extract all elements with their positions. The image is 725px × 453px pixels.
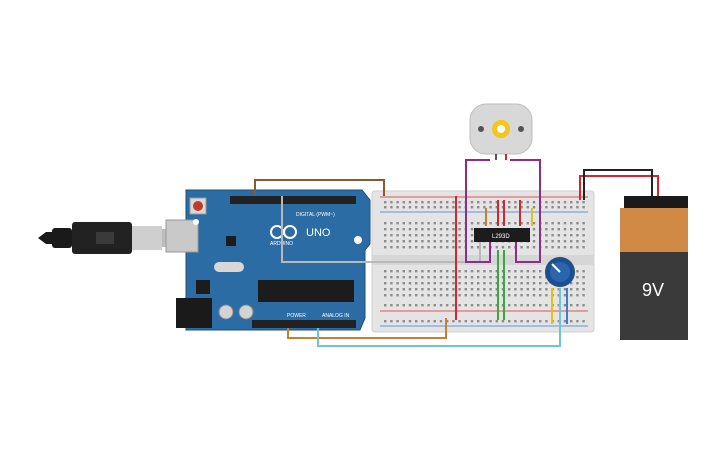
- wire-brown: [254, 179, 385, 196]
- breadboard-holes: [384, 201, 585, 323]
- wire-orange-power: [287, 318, 447, 339]
- wire-cyan-analog: [317, 288, 561, 347]
- usb-cable-icon[interactable]: [38, 222, 168, 254]
- arduino-model-label: UNO: [306, 227, 331, 239]
- reset-button[interactable]: [193, 201, 203, 211]
- dc-motor-icon[interactable]: [469, 103, 533, 160]
- wire-purple-left: [465, 159, 491, 263]
- analog-pins-label: ANALOG IN: [322, 313, 350, 319]
- wires: [254, 159, 659, 347]
- power-jack: [176, 298, 212, 328]
- wire-purple-right: [510, 159, 541, 263]
- potentiometer-icon[interactable]: [545, 257, 575, 287]
- usb-port: [165, 219, 199, 253]
- atmega-chip: [258, 280, 354, 302]
- digital-header: [230, 196, 356, 204]
- digital-pins-label: DIGITAL (PWM~): [296, 212, 335, 218]
- power-pins-label: POWER: [287, 313, 306, 319]
- battery-9v-icon[interactable]: 9V: [620, 196, 688, 340]
- wire-gray: [281, 196, 481, 263]
- wire-red-battery: [579, 175, 659, 200]
- motor-driver-chip[interactable]: L293D: [474, 228, 530, 242]
- battery-label: 9V: [642, 280, 664, 300]
- motor-driver-label: L293D: [492, 234, 510, 240]
- wire-black-battery: [583, 169, 653, 200]
- arduino-uno-board[interactable]: ARDUINO UNO DIGITAL (PWM~) POWER ANALOG …: [165, 189, 371, 331]
- analog-power-header: [252, 320, 356, 328]
